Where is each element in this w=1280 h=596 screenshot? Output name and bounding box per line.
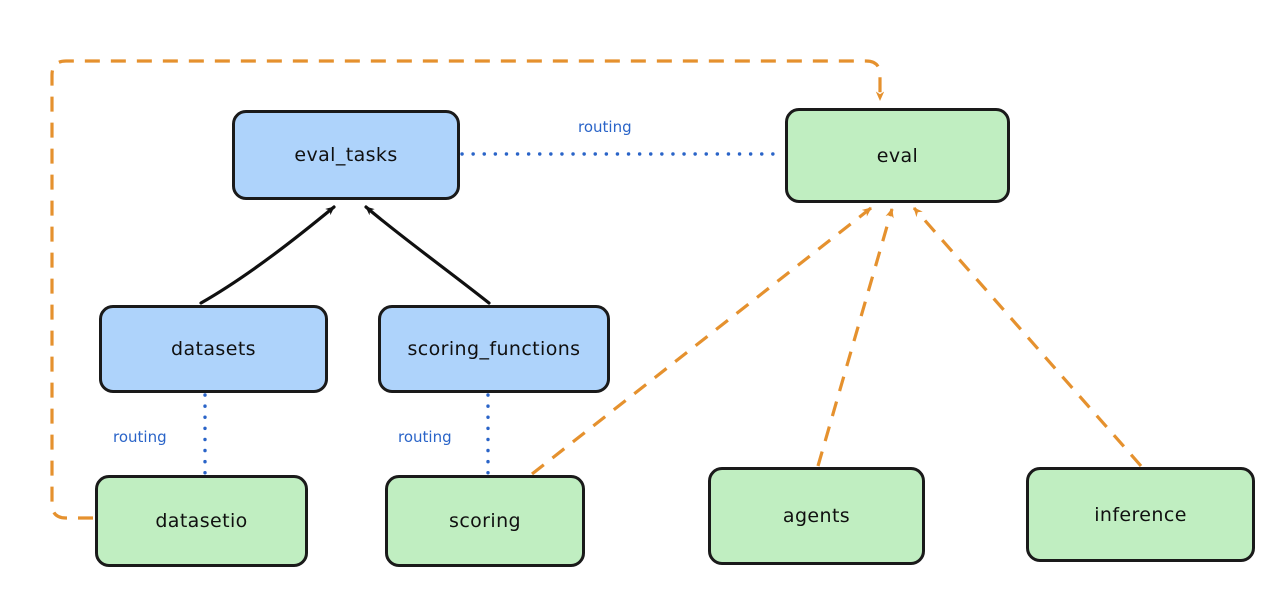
node-label-inference: inference [1094,503,1187,526]
node-label-eval: eval [876,144,919,167]
edge-inference-to-eval [912,206,1143,468]
edge-agents-to-eval [816,208,894,467]
edge-datasetio-to-eval [50,59,885,520]
edge-scoring-functions-to-eval-tasks [364,205,491,305]
node-label-eval-tasks: eval_tasks [294,144,398,166]
edge-datasets-to-eval-tasks [199,205,336,305]
node-label-agents: agents [782,505,851,527]
node-agents[interactable]: agents [708,467,925,565]
node-eval[interactable]: eval [785,108,1010,203]
node-label-datasets: datasets [171,338,256,360]
edge-label-routing-eval: routing [578,118,632,136]
node-scoring-functions[interactable]: scoring_functions [378,305,610,393]
node-label-scoring-functions: scoring_functions [407,338,581,360]
node-inference[interactable]: inference [1026,467,1255,562]
node-label-datasetio: datasetio [155,510,248,532]
node-datasets[interactable]: datasets [99,305,328,393]
node-eval-tasks[interactable]: eval_tasks [232,110,460,200]
node-label-scoring: scoring [449,510,521,532]
node-scoring[interactable]: scoring [385,475,585,567]
edge-label-routing-scoring: routing [398,428,452,446]
edge-scoring-to-eval [531,206,872,476]
edge-label-routing-datasetio: routing [113,428,167,446]
node-datasetio[interactable]: datasetio [95,475,308,567]
